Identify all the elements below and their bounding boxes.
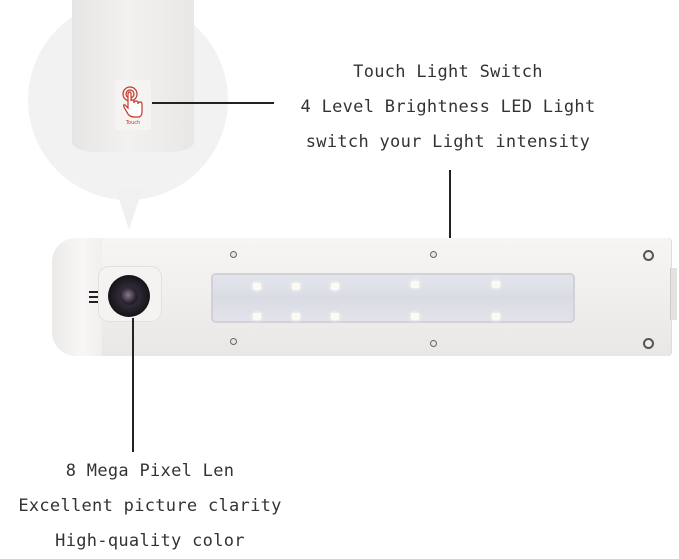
screw-icon [430,251,437,258]
lens-callout-text: 8 Mega Pixel Len Excellent picture clari… [0,454,300,559]
lens-callout-line-3: High-quality color [55,531,245,551]
led-light-panel [211,273,575,323]
camera-lens-glass [120,287,138,305]
touch-callout-line-2: 4 Level Brightness LED Light [300,97,596,117]
touch-icon-label: Touch [125,120,141,126]
screw-icon [643,338,654,349]
side-button [670,268,677,320]
led-chip [411,281,419,288]
touch-callout-line [152,102,274,104]
screw-icon [230,338,237,345]
led-chip [331,283,339,290]
touch-switch[interactable] [115,80,151,130]
lens-callout-line-2: Excellent picture clarity [18,496,282,516]
led-chip [292,313,300,320]
touch-callout-line-3: switch your Light intensity [305,132,591,152]
led-chip [292,283,300,290]
touch-callout-text: Touch Light Switch 4 Level Brightness LE… [268,55,628,160]
led-chip [492,281,500,288]
led-chip [253,283,261,290]
screw-icon [230,251,237,258]
led-chip [253,313,261,320]
touch-callout-line-1: Touch Light Switch [353,62,543,82]
led-chip [331,313,339,320]
screw-icon [430,340,437,347]
zoom-bubble-pointer [116,190,142,230]
lens-callout-line [132,318,134,452]
lens-callout-line-1: 8 Mega Pixel Len [65,461,235,481]
vent-slot [89,296,98,298]
screw-icon [643,250,654,261]
vent-slot [89,291,98,293]
touch-hand-icon [122,86,143,118]
vent-slot [89,301,98,303]
led-chip [492,313,500,320]
led-callout-line [449,170,451,298]
led-chip [411,313,419,320]
